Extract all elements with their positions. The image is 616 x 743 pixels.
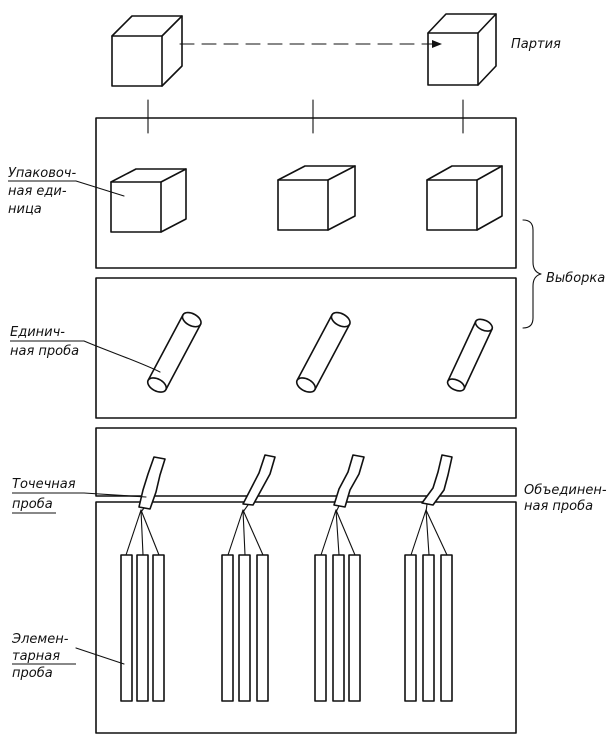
spot-sample-label: Точечная проба (4, 474, 147, 516)
elementary-sample-rods (120, 554, 453, 702)
selection-label: Выборка (546, 271, 605, 286)
panel-elementary-samples (95, 501, 517, 734)
lot-group: Партия (111, 13, 561, 87)
lot-label: Партия (511, 37, 561, 52)
panel-combined-sample (95, 427, 517, 497)
unit-sample-cylinders (146, 311, 494, 393)
svg-text:тарная: тарная (12, 649, 60, 664)
fan-lines (125, 509, 448, 556)
packing-unit-cube (110, 168, 187, 233)
svg-text:Элемен-: Элемен- (11, 632, 69, 647)
spot-sample-strip (421, 454, 453, 513)
svg-text:Точечная: Точечная (12, 477, 76, 492)
packing-unit-label: Упаковоч- ная еди- ница (4, 162, 125, 220)
spot-sample-strip (138, 456, 166, 513)
lot-cube-right (427, 13, 497, 86)
svg-text:Объединен-: Объединен- (524, 483, 607, 498)
svg-text:ная еди-: ная еди- (8, 184, 67, 199)
spot-sample-strip (333, 454, 365, 513)
svg-text:проба: проба (12, 497, 53, 512)
spot-sample-strip (242, 454, 276, 513)
svg-text:ная проба: ная проба (524, 499, 593, 514)
panel-packing-units (95, 117, 517, 269)
svg-text:Упаковоч-: Упаковоч- (8, 166, 76, 181)
svg-text:проба: проба (12, 666, 53, 681)
spot-sample-strips (138, 454, 453, 513)
lot-cube-left (111, 15, 183, 87)
selection-brace: Выборка (522, 219, 605, 329)
unit-sample-cylinder (446, 318, 494, 392)
packing-unit-cube (277, 165, 356, 231)
unit-sample-label: Единич- ная проба (4, 320, 161, 373)
svg-text:Единич-: Единич- (10, 325, 65, 340)
unit-sample-cylinder (146, 311, 202, 393)
svg-text:ная проба: ная проба (10, 344, 79, 359)
combined-sample-label: Объединен- ная проба (524, 483, 607, 514)
packing-unit-cubes (110, 165, 503, 233)
packing-unit-cube (426, 165, 503, 231)
unit-sample-cylinder (295, 311, 351, 393)
svg-text:ница: ница (8, 202, 42, 217)
lot-connectors (147, 99, 464, 134)
panel-unit-samples (95, 277, 517, 419)
elementary-sample-label: Элемен- тарная проба (4, 628, 125, 684)
